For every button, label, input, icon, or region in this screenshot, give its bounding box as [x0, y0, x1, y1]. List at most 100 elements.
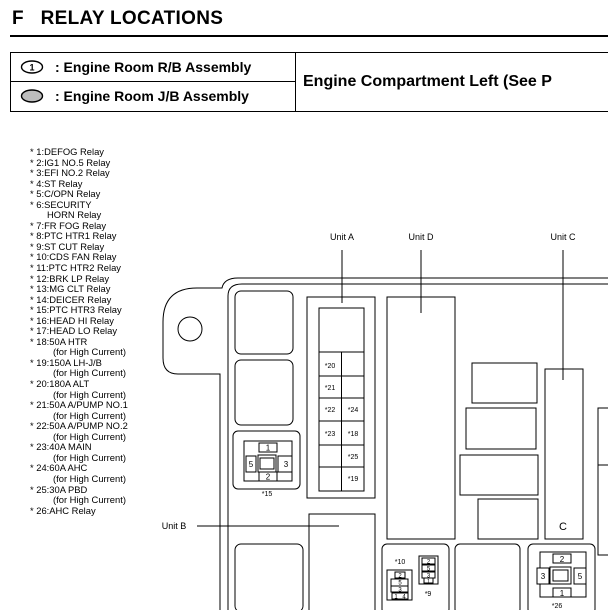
relay-item: * 23:40A MAIN	[30, 441, 92, 453]
relay-15-pin: 2	[266, 473, 271, 482]
relay-10-pin: 3	[398, 588, 402, 594]
unit-c-label: Unit C	[550, 232, 576, 242]
legend-box: 1 : Engine Room R/B Assembly : Engine Ro…	[10, 52, 608, 112]
relay-15-pin: 5	[249, 460, 254, 469]
relay-item-continued: (for High Current)	[53, 346, 126, 358]
relay-item: * 1:DEFOG Relay	[30, 146, 104, 157]
relay-26-pin: 2	[560, 555, 565, 564]
relay-item: * 13:MG CLT Relay	[30, 283, 111, 295]
relay-9-pin: 1	[427, 579, 430, 585]
relay-15-label: *15	[262, 491, 273, 498]
title-underline	[10, 35, 608, 37]
slot-22-label: *22	[325, 407, 336, 414]
right-box-3	[459, 454, 539, 496]
left-box-1	[234, 290, 294, 355]
relay-item: * 5:C/OPN Relay	[30, 188, 101, 200]
relay-item: * 20:180A ALT	[30, 378, 90, 390]
relay-item-continued: (for High Current)	[53, 430, 126, 442]
slot-18-label: *18	[348, 431, 359, 438]
legend-symbols: 1 : Engine Room R/B Assembly : Engine Ro…	[11, 53, 296, 111]
relay-item: * 17:HEAD LO Relay	[30, 325, 118, 337]
relay-item: * 18:50A HTR	[30, 335, 88, 347]
right-box-1	[471, 362, 538, 404]
unit-c-block	[544, 368, 584, 540]
relay-item: * 4:ST Relay	[30, 177, 83, 189]
relay-item: * 22:50A A/PUMP NO.2	[30, 420, 128, 432]
relay-26-frame	[527, 543, 596, 610]
relay-10-9-frame	[381, 543, 450, 610]
relay-26-label: *26	[552, 603, 563, 610]
relay-9-pin: 2	[427, 560, 431, 566]
unit-d-block	[386, 296, 456, 540]
rb-symbol-number: 1	[29, 63, 34, 73]
relay-10-pins	[386, 569, 413, 601]
relay-15-pin: 3	[284, 460, 289, 469]
relay-item: * 15:PTC HTR3 Relay	[30, 304, 122, 316]
relay-9-pin: 3	[427, 574, 431, 580]
rb-assembly-symbol-icon: 1	[20, 60, 44, 74]
relay-10-pin: 5	[398, 581, 402, 587]
relay-item-continued: (for High Current)	[53, 494, 126, 506]
right-box-4	[477, 498, 539, 540]
relay-item: * 3:EFI NO.2 Relay	[30, 167, 110, 179]
relay-9-pin: 5	[427, 567, 431, 573]
slot-21-label: *21	[325, 385, 336, 392]
left-box-2	[234, 359, 294, 426]
slot-20-label: *20	[325, 363, 336, 370]
relay-item-continued: (for High Current)	[53, 367, 126, 379]
bottom-center-box	[454, 543, 521, 610]
relay-10-pin: 1	[394, 595, 398, 601]
relay-item: * 10:CDS FAN Relay	[30, 251, 117, 263]
relay-item: * 12:BRK LP Relay	[30, 272, 110, 284]
slot-23-label: *23	[325, 431, 336, 438]
relay-26-pin: 5	[578, 572, 583, 581]
right-edge-panels	[597, 407, 608, 556]
relay-item: * 24:60A AHC	[30, 462, 88, 474]
unit-a-top-slot	[318, 307, 365, 353]
relay-15-pin: 1	[266, 444, 271, 453]
unit-c-mark: C	[559, 521, 567, 533]
relay-item-continued: (for High Current)	[53, 451, 126, 463]
unit-d-label: Unit D	[408, 232, 434, 242]
legend-jb-label: : Engine Room J/B Assembly	[55, 88, 249, 104]
page-title: F RELAY LOCATIONS	[12, 8, 224, 29]
legend-row-rb: 1 : Engine Room R/B Assembly	[11, 53, 295, 82]
relay-item: * 14:DEICER Relay	[30, 293, 112, 305]
relay-item: * 7:FR FOG Relay	[30, 219, 107, 231]
relay-item-continued: (for High Current)	[53, 388, 126, 400]
relay-9-pins	[418, 555, 439, 585]
relay-item: * 26:AHC Relay	[30, 504, 96, 516]
slot-25-label: *25	[348, 454, 359, 461]
relay-26-pins	[536, 551, 587, 598]
relay-list: * 1:DEFOG Relay * 2:IG1 NO.5 Relay * 3:E…	[30, 146, 128, 516]
location-text: Engine Compartment Left (See P	[303, 73, 552, 90]
relay-item-continued: (for High Current)	[53, 472, 126, 484]
relay-item: * 9:ST CUT Relay	[30, 240, 105, 252]
unit-a-block	[306, 296, 376, 499]
relay-item: * 2:IG1 NO.5 Relay	[30, 156, 111, 168]
relay-item: * 19:150A LH-J/B	[30, 356, 102, 368]
relay-item: * 21:50A A/PUMP NO.1	[30, 399, 128, 411]
relay-26-pin: 3	[541, 572, 546, 581]
right-box-2	[465, 407, 537, 450]
relay-15-pins	[245, 442, 293, 482]
relay-15-frame	[232, 430, 301, 490]
relay-item-continued: HORN Relay	[47, 209, 102, 221]
relay-26-pin: 1	[560, 589, 565, 598]
unit-b-label: Unit B	[162, 521, 187, 531]
housing-inner-outline	[227, 283, 608, 610]
left-box-3	[234, 543, 304, 610]
relay-item: * 6:SECURITY	[30, 198, 92, 210]
relay-item: * 8:PTC HTR1 Relay	[30, 230, 117, 242]
relay-9-label: *9	[425, 591, 432, 598]
slot-24-label: *24	[348, 407, 359, 414]
relay-10-label: *10	[395, 559, 406, 566]
legend-rb-label: : Engine Room R/B Assembly	[55, 59, 252, 75]
mounting-hole	[177, 316, 203, 342]
relay-item: * 11:PTC HTR2 Relay	[30, 262, 121, 274]
unit-b-block	[308, 513, 376, 610]
relay-10-pin: 4	[402, 595, 406, 601]
relay-item-continued: (for High Current)	[53, 409, 126, 421]
relay-10-pin: 2	[398, 574, 402, 580]
